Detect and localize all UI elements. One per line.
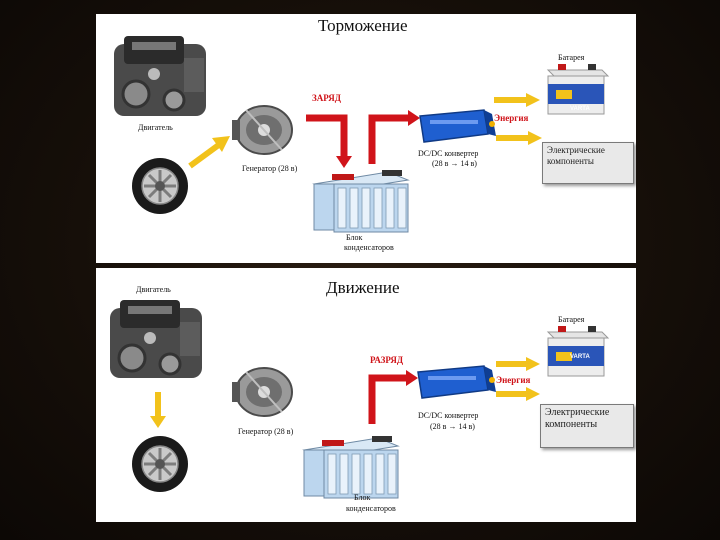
energy-label: Энергия [496, 375, 531, 385]
engine-label: Двигатель [138, 123, 173, 132]
arrow-capacitors-to-converter [368, 370, 418, 424]
electrical-components-label: Электрические компоненты [545, 407, 610, 430]
electrical-components-box: Электрические компоненты [542, 142, 634, 184]
engine-icon [110, 300, 202, 378]
capacitor-block-icon [312, 170, 410, 233]
converter-voltage: (28 в → 14 в) [432, 159, 477, 168]
generator-icon [232, 105, 293, 155]
capacitors-label-line1: Блок [354, 493, 371, 502]
wheel-icon [132, 158, 188, 214]
battery-icon [546, 64, 610, 115]
capacitors-label-line1: Блок [346, 233, 363, 242]
electrical-components-label: Электрические компоненты [547, 145, 605, 166]
arrow-converter-to-electrical [496, 131, 542, 145]
generator-icon [232, 367, 293, 417]
battery-label: Батарея [558, 53, 585, 62]
braking-diagram [114, 36, 610, 233]
converter-voltage: (28 в → 14 в) [430, 422, 475, 431]
energy-label: Энергия [494, 113, 529, 123]
engine-icon [114, 36, 206, 116]
battery-icon [546, 326, 610, 377]
battery-brand: VARTA [570, 354, 590, 360]
discharge-label: РАЗРЯД [370, 355, 404, 365]
arrow-engine-to-wheel [150, 392, 166, 428]
charge-label: ЗАРЯД [312, 93, 341, 103]
arrow-generator-to-capacitors [306, 114, 352, 168]
arrow-converter-to-battery [496, 357, 540, 371]
arrow-capacitors-to-converter [368, 110, 420, 164]
braking-title: Торможение [318, 16, 408, 35]
converter-icon [419, 109, 496, 143]
generator-label: Генератор (28 в) [238, 427, 294, 436]
braking-panel: Торможение [96, 14, 636, 263]
arrow-wheel-to-generator [188, 136, 230, 169]
capacitor-block-icon [302, 436, 400, 499]
engine-label: Двигатель [136, 285, 171, 294]
generator-label: Генератор (28 в) [242, 164, 298, 173]
battery-brand: VARTA [570, 106, 590, 112]
converter-label: DC/DC конвертер [418, 411, 479, 420]
converter-icon [417, 365, 496, 399]
arrow-converter-to-battery [494, 93, 540, 107]
wheel-icon [132, 436, 188, 492]
capacitors-label-line2: конденсаторов [344, 243, 394, 252]
electrical-components-box: Электрические компоненты [540, 404, 634, 448]
capacitors-label-line2: конденсаторов [346, 504, 396, 513]
arrow-converter-to-electrical [496, 387, 540, 401]
driving-panel: Движение Двигатель [96, 268, 636, 522]
driving-title: Движение [326, 278, 400, 297]
battery-label: Батарея [558, 315, 585, 324]
converter-label: DC/DC конвертер [418, 149, 479, 158]
driving-diagram [110, 300, 610, 499]
